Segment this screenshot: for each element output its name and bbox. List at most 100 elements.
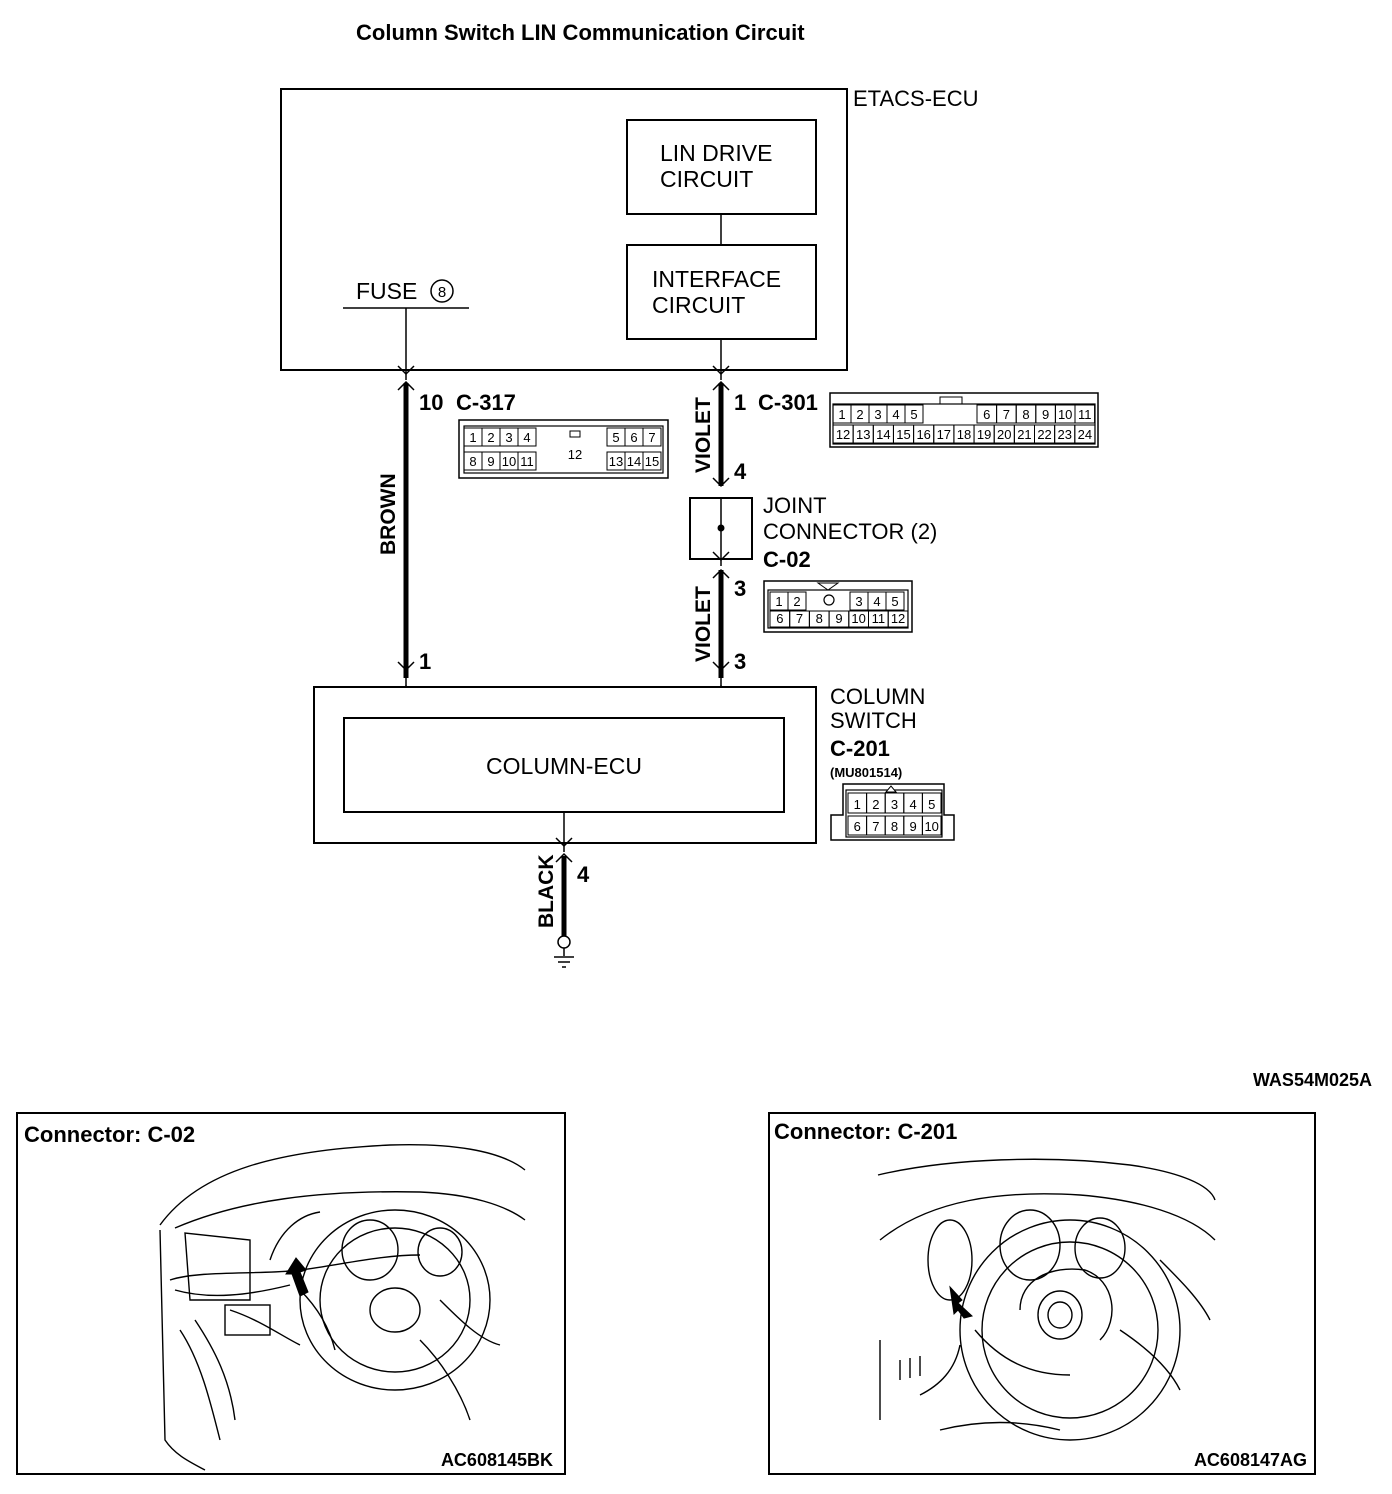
c317-pin-label: 5 <box>612 430 619 445</box>
ground-pin-number: 4 <box>577 862 590 887</box>
joint-out-arrow-top <box>712 551 730 562</box>
interface-label-line1: INTERFACE <box>652 266 781 292</box>
c317-pin-label: 2 <box>487 430 494 445</box>
c02-pin-label: 9 <box>835 611 842 626</box>
joint-connector-id: C-02 <box>763 547 811 572</box>
c02-pin-label: 4 <box>873 594 880 609</box>
c317-pin-number: 10 <box>419 390 443 415</box>
c317-pin-label: 11 <box>520 454 534 469</box>
c02-pin-label: 6 <box>776 611 783 626</box>
c301-pin-label: 3 <box>874 407 881 422</box>
c02-pin-label: 7 <box>796 611 803 626</box>
c317-pin-label: 1 <box>469 430 476 445</box>
c301-arrow-bottom <box>712 380 730 391</box>
c02-pin-label: 2 <box>793 594 800 609</box>
c201-pin-label: 9 <box>909 819 916 834</box>
c317-pin-label: 14 <box>627 454 641 469</box>
c201-cell-box <box>921 815 942 836</box>
c301-pin-label: 2 <box>856 407 863 422</box>
c317-pin-label: 15 <box>645 454 659 469</box>
diagram-title: Column Switch LIN Communication Circuit <box>356 20 805 45</box>
joint-label-line2: CONNECTOR (2) <box>763 519 937 544</box>
c201-pin-label: 4 <box>909 797 916 812</box>
c317-pin-label: 3 <box>505 430 512 445</box>
c317-cell-box <box>642 427 662 447</box>
c301-cell-box <box>904 404 924 424</box>
c317-arrow-top <box>397 365 415 376</box>
lin-drive-label-line2: CIRCUIT <box>660 166 753 192</box>
etacs-ecu-label: ETACS-ECU <box>853 86 979 111</box>
column-switch-label-line1: COLUMN <box>830 684 925 709</box>
interface-label-line2: CIRCUIT <box>652 292 745 318</box>
c317-pin-label: 8 <box>469 454 476 469</box>
c201-pin-label: 8 <box>891 819 898 834</box>
column-switch-label-line2: SWITCH <box>830 708 917 733</box>
c02-pin-label: 3 <box>855 594 862 609</box>
c201-pin-label: 1 <box>854 797 861 812</box>
c301-pin-label: 7 <box>1003 407 1010 422</box>
c317-pin-label: 6 <box>630 430 637 445</box>
c201-pin-label: 6 <box>854 819 861 834</box>
c317-arrow-bottom <box>397 380 415 391</box>
c201-id: C-201 <box>830 736 890 761</box>
c301-pin-label: 22 <box>1037 427 1051 442</box>
c301-pin-label: 14 <box>876 427 890 442</box>
c317-pin-label: 7 <box>648 430 655 445</box>
c301-pin-label: 4 <box>892 407 899 422</box>
switch-violet-pin-number: 3 <box>734 649 746 674</box>
c301-pin-label: 8 <box>1022 407 1029 422</box>
c301-pin-label: 16 <box>916 427 930 442</box>
c301-id: C-301 <box>758 390 818 415</box>
c301-pin-label: 17 <box>937 427 951 442</box>
c201-pin-label: 2 <box>872 797 879 812</box>
c02-pin-label: 12 <box>891 611 905 626</box>
joint-in-pin-number: 4 <box>734 459 747 484</box>
brown-wire-label: BROWN <box>377 473 400 555</box>
c301-arrow-top <box>712 365 730 376</box>
lin-drive-circuit-box <box>626 119 817 215</box>
locator-c201-arrow <box>949 1285 974 1319</box>
switch-pin3-arrow-top <box>712 661 730 672</box>
switch-brown-pin-number: 1 <box>419 649 431 674</box>
violet-upper-label: VIOLET <box>692 397 715 473</box>
c301-pin-label: 15 <box>896 427 910 442</box>
c317-cell-box <box>517 427 537 447</box>
column-ecu-box <box>343 717 785 813</box>
c301-cell-box <box>1074 404 1096 424</box>
ground-icon <box>554 935 574 968</box>
locator-c201-code: AC608147AG <box>1194 1450 1307 1470</box>
c301-cell-box <box>1074 424 1096 444</box>
ground-arrow-top <box>555 837 573 848</box>
black-wire-label: BLACK <box>535 855 558 929</box>
switch-pin1-arrow-top <box>397 661 415 672</box>
c301-pin-label: 12 <box>836 427 850 442</box>
c301-pin-label: 21 <box>1017 427 1031 442</box>
c301-pin-label: 13 <box>856 427 870 442</box>
c301-pin-label: 9 <box>1042 407 1049 422</box>
locator-c02-title: Connector: C-02 <box>24 1122 195 1147</box>
c02-pin-label: 1 <box>775 594 782 609</box>
c02-pin-label: 10 <box>851 611 865 626</box>
c02-pin-label: 5 <box>891 594 898 609</box>
c301-pin-label: 1 <box>838 407 845 422</box>
c317-cell-box <box>642 451 662 471</box>
joint-out-pin-number: 3 <box>734 576 746 601</box>
c301-pin-label: 11 <box>1078 407 1092 422</box>
c301-pin-label: 19 <box>977 427 991 442</box>
c201-pin-label: 7 <box>872 819 879 834</box>
c201-cell-box <box>921 792 942 814</box>
c301-pin-number: 1 <box>734 390 746 415</box>
fuse-label: FUSE <box>356 278 417 304</box>
ground-arrow-bottom <box>555 852 573 863</box>
fuse-number-circle <box>430 279 454 303</box>
c02-pin-label: 11 <box>872 611 886 626</box>
c317-pin-label: 10 <box>502 454 516 469</box>
c317-cell-box <box>517 451 537 471</box>
violet-lower-label: VIOLET <box>692 586 715 662</box>
fuse-number: 8 <box>438 284 446 301</box>
c02-cell-box <box>887 610 909 628</box>
